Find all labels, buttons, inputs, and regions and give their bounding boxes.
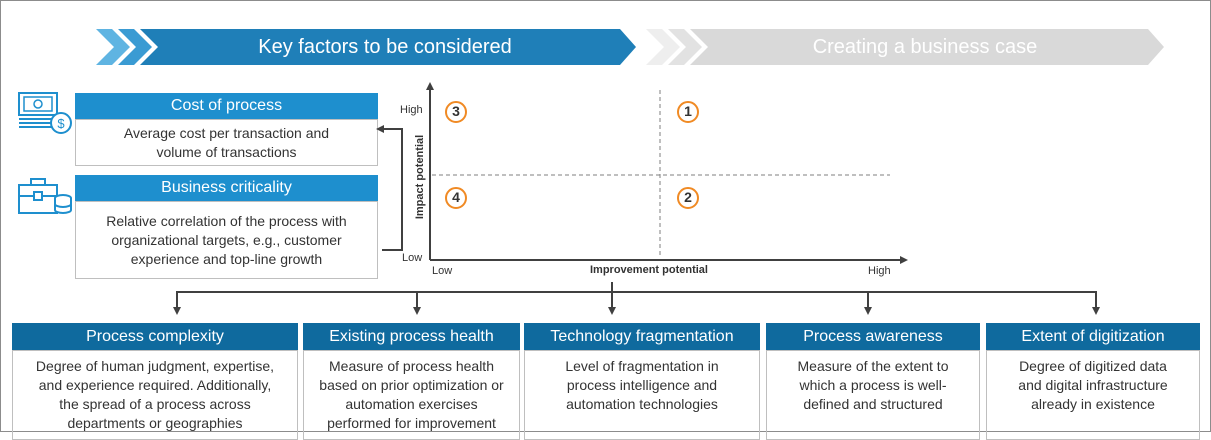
process-complexity-title: Process complexity <box>12 323 298 350</box>
x-high-label: High <box>868 265 891 277</box>
cost-of-process-title: Cost of process <box>75 93 378 119</box>
process-awareness-body: Measure of the extent to which a process… <box>766 350 980 440</box>
business-criticality-body: Relative correlation of the process with… <box>75 201 378 279</box>
quadrant-marker-1 <box>677 101 699 123</box>
process-complexity-body: Degree of human judgment, expertise, and… <box>12 350 298 440</box>
y-low-label: Low <box>402 252 423 264</box>
quadrant-number-1: 1 <box>684 103 692 119</box>
y-high-label: High <box>400 104 423 116</box>
quadrant-number-2: 2 <box>684 189 692 205</box>
extent-of-digitization-body: Degree of digitized data and digital inf… <box>986 350 1200 440</box>
existing-process-health-body: Measure of process health based on prior… <box>303 350 520 440</box>
y-axis-title: Impact potential <box>414 134 426 220</box>
quadrant-number-4: 4 <box>452 189 460 205</box>
x-axis-title: Improvement potential <box>590 264 708 276</box>
business-criticality-title: Business criticality <box>75 175 378 201</box>
technology-fragmentation-title: Technology fragmentation <box>524 323 760 350</box>
quadrant-marker-2 <box>677 187 699 209</box>
quadrant-number-3: 3 <box>452 103 460 119</box>
svg-text:$: $ <box>57 116 65 131</box>
business-criticality-text: Relative correlation of the process with… <box>106 212 347 267</box>
cost-of-process-body: Average cost per transaction and volume … <box>75 119 378 166</box>
extent-of-digitization-title: Extent of digitization <box>986 323 1200 350</box>
quadrant-marker-3 <box>445 101 467 123</box>
banner-chevron-inactive <box>646 29 1164 65</box>
briefcase-database-icon <box>18 178 72 214</box>
quadrant-marker-4 <box>445 187 467 209</box>
bracket-connector <box>382 128 403 251</box>
banner-chevron-active <box>96 29 636 65</box>
technology-fragmentation-body: Level of fragmentation in process intell… <box>524 350 760 440</box>
money-icon: $ <box>18 92 72 134</box>
banner-step-inactive: Creating a business case <box>812 36 1038 58</box>
cost-of-process-text: Average cost per transaction and volume … <box>123 124 330 160</box>
x-low-label: Low <box>432 265 453 277</box>
banner-step-active: Key factors to be considered <box>258 36 512 58</box>
process-awareness-title: Process awareness <box>766 323 980 350</box>
existing-process-health-title: Existing process health <box>303 323 520 350</box>
